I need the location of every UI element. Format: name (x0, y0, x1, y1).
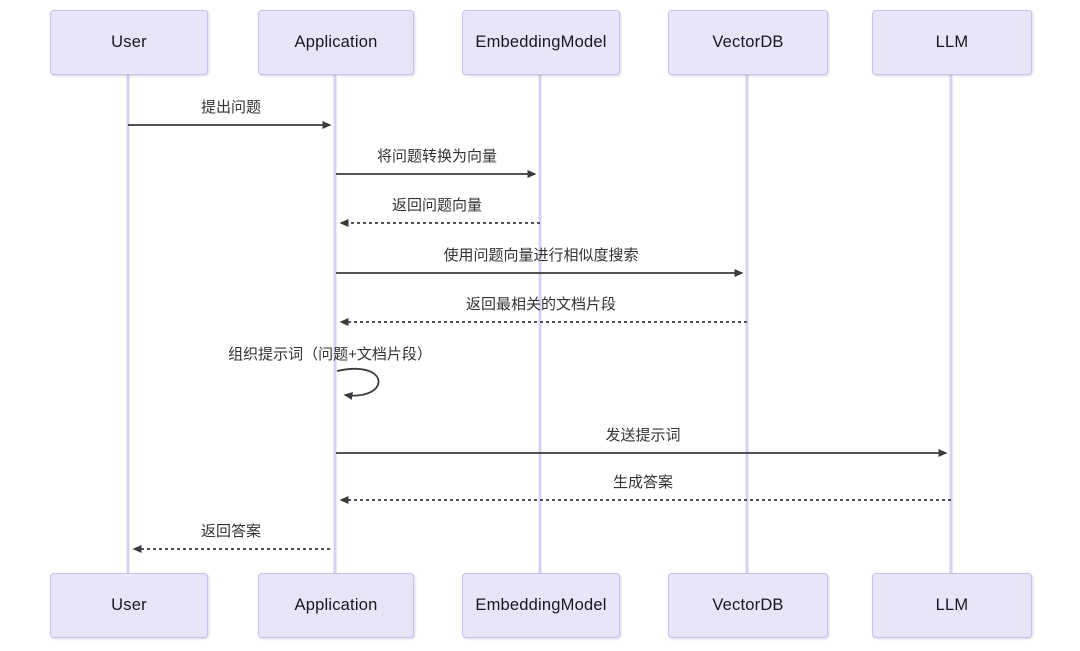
message-label-ask-question: 提出问题 (200, 99, 262, 116)
message-label-return-answer: 返回答案 (200, 523, 262, 540)
actor-box-vectordb-top: VectorDB (668, 10, 828, 75)
actor-box-embeddingmodel-bottom: EmbeddingModel (462, 573, 620, 638)
actor-box-user-top: User (50, 10, 208, 75)
actor-box-user-bottom: User (50, 573, 208, 638)
actor-box-application-top: Application (258, 10, 414, 75)
message-label-convert-to-vector: 将问题转换为向量 (376, 148, 498, 165)
actor-box-llm-bottom: LLM (872, 573, 1032, 638)
actor-box-embeddingmodel-top: EmbeddingModel (462, 10, 620, 75)
message-label-similarity-search: 使用问题向量进行相似度搜索 (443, 247, 639, 264)
message-label-send-prompt: 发送提示词 (605, 427, 681, 444)
message-label-return-question-vector: 返回问题向量 (391, 197, 483, 214)
message-label-organize-prompt: 组织提示词（问题+文档片段） (228, 346, 432, 363)
actor-box-application-bottom: Application (258, 573, 414, 638)
message-label-generate-answer: 生成答案 (612, 474, 674, 491)
message-label-return-doc-fragments: 返回最相关的文档片段 (465, 296, 617, 313)
message-arrow-self-loop-organize-prompt (336, 368, 380, 400)
actor-box-vectordb-bottom: VectorDB (668, 573, 828, 638)
actor-box-llm-top: LLM (872, 10, 1032, 75)
